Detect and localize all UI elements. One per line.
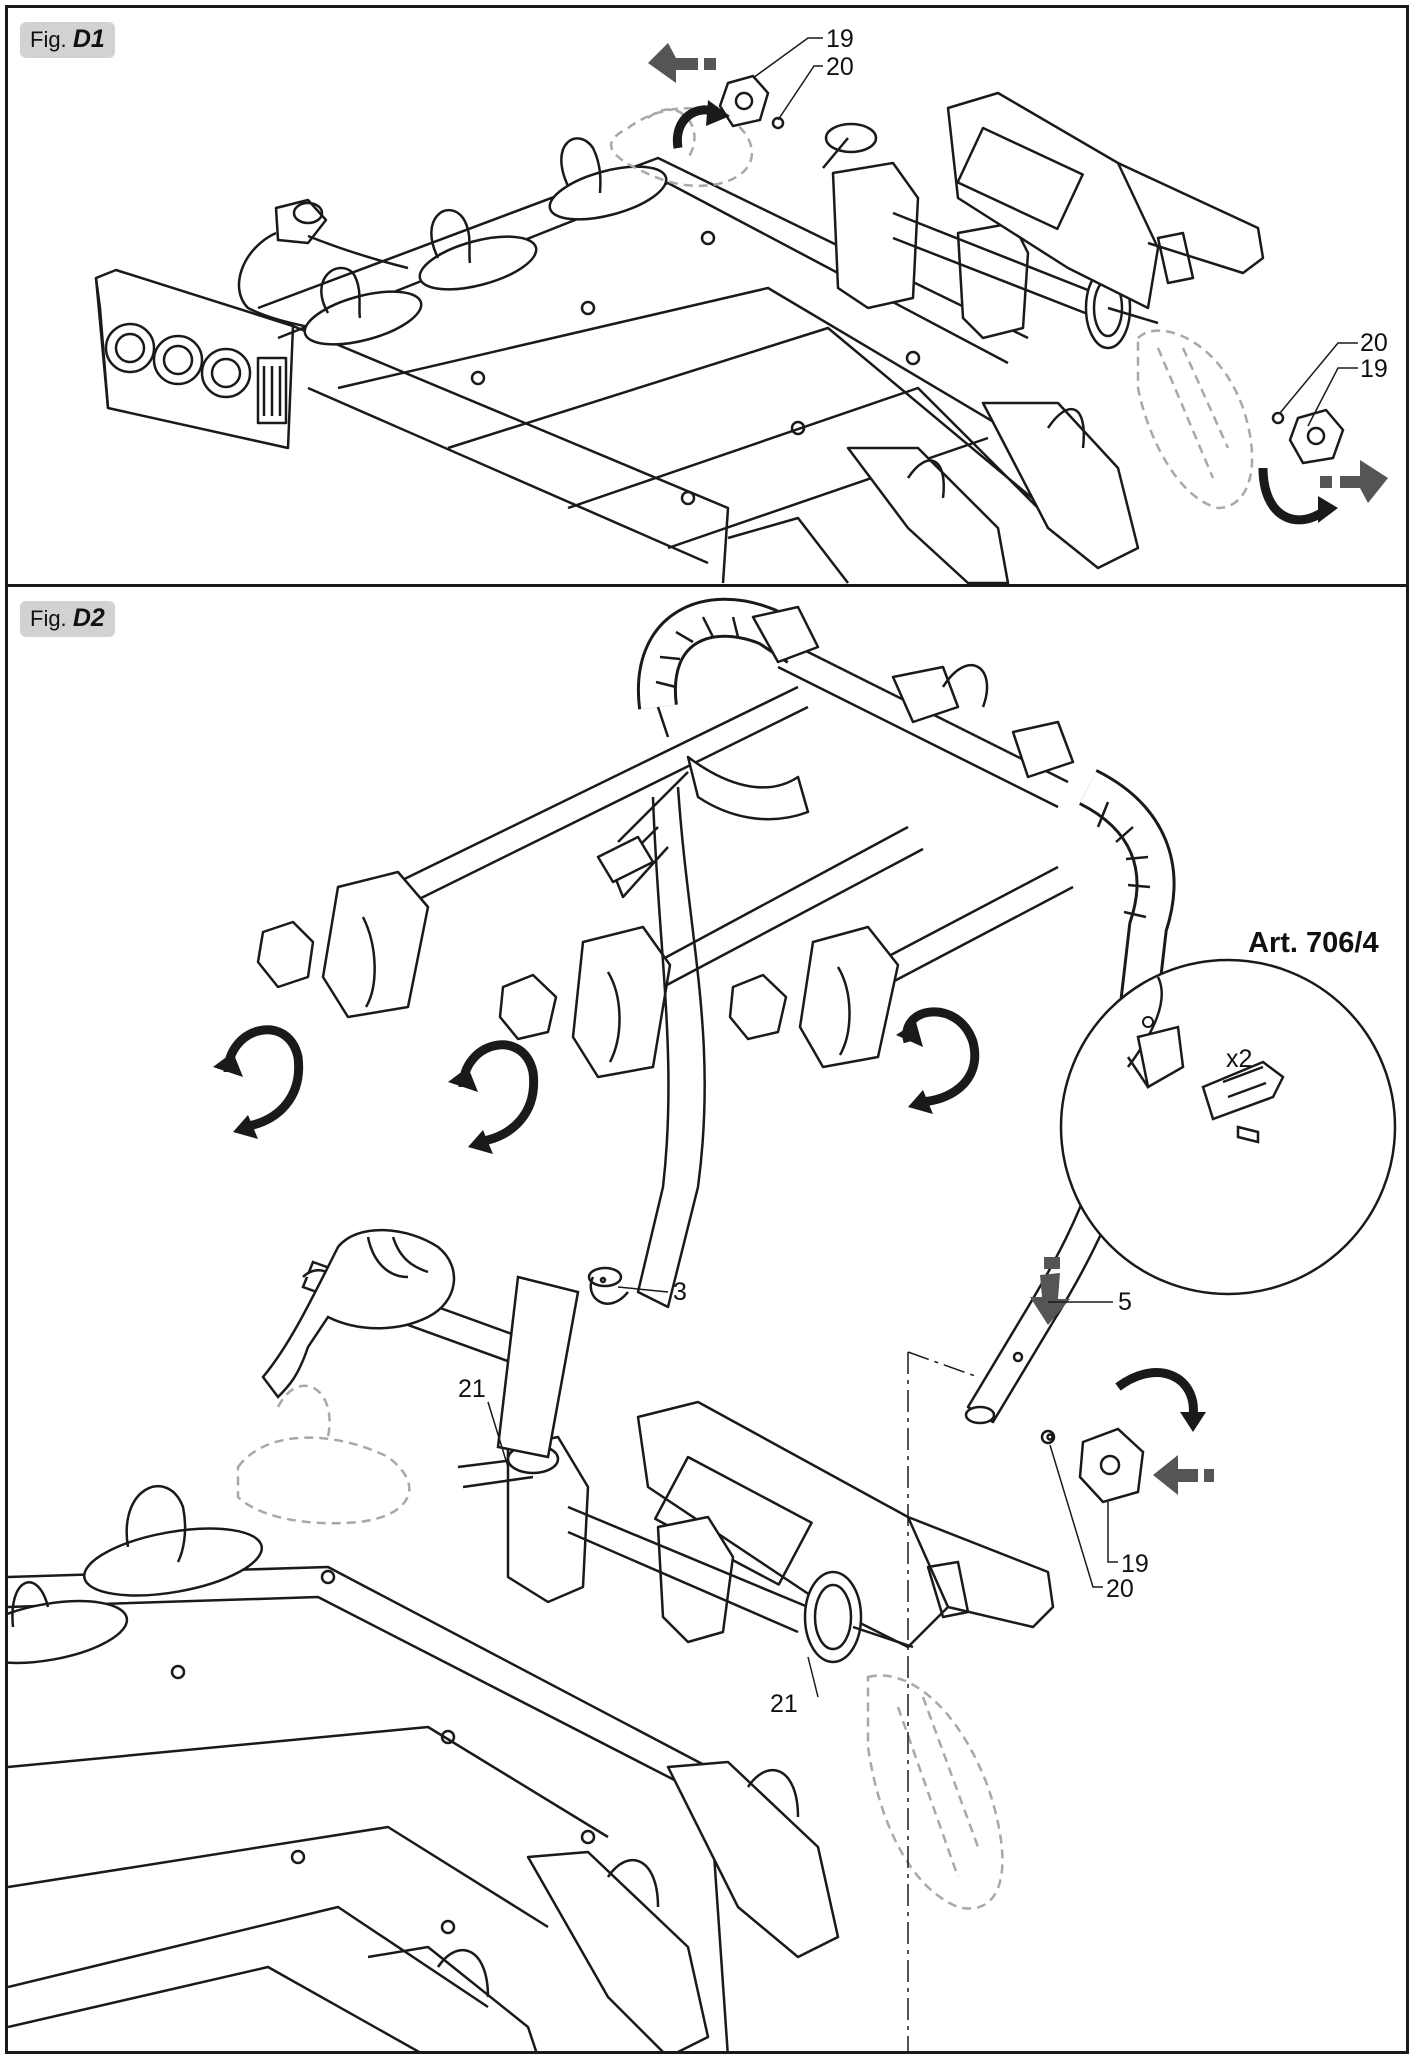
- inset-art-706-4: [1059, 958, 1397, 1296]
- figure-d2-label: Fig. D2: [20, 601, 115, 637]
- clamping-rods: [321, 685, 1074, 1079]
- ghost-parts: [609, 107, 1254, 510]
- down-arrow-icon: [1030, 1257, 1070, 1325]
- figure-d2-drawing: Art. 706/4 x2 3 5 19 20 21 21: [8, 597, 1397, 2051]
- tail-light-bar: [94, 268, 730, 584]
- push-arrow-icon: [648, 43, 1388, 503]
- clamp-assembly: [822, 122, 1159, 350]
- knob-washer-parts: [1040, 1427, 1145, 1504]
- figure-d2-prefix: Fig.: [30, 606, 67, 631]
- callout-19-top: 19: [826, 25, 854, 53]
- knob-washer-parts: [718, 74, 1345, 465]
- callout-21-top: 21: [458, 1375, 486, 1403]
- hand-icon: [261, 1228, 456, 1399]
- ghost-parts: [236, 1384, 1004, 1910]
- leader-lines: [752, 37, 1358, 427]
- figure-d1-id: D1: [72, 25, 105, 53]
- callout-20-top: 20: [826, 53, 854, 81]
- figure-d1-drawing: 19 20 20 19: [94, 25, 1388, 584]
- rotate-arrow-icon: [672, 100, 1338, 525]
- figure-d1-label: Fig. D1: [20, 22, 115, 58]
- figure-d2-panel: Fig. D2: [5, 584, 1409, 2054]
- callout-19: 19: [1121, 1550, 1149, 1578]
- carrier-body: [457, 1400, 1055, 1664]
- straps: [596, 755, 810, 899]
- figure-d1-prefix: Fig.: [30, 27, 67, 52]
- callout-5: 5: [1118, 1288, 1132, 1316]
- wheel-cradles: [303, 137, 1140, 584]
- arm-clamps: [751, 605, 1075, 779]
- callout-3: 3: [673, 1278, 687, 1306]
- callout-20-right: 20: [1360, 329, 1388, 357]
- leader-lines: [487, 1286, 1118, 1698]
- inset-quantity: x2: [1226, 1045, 1252, 1073]
- callout-20: 20: [1106, 1575, 1134, 1603]
- hitch-housing: [946, 91, 1265, 310]
- inset-title: Art. 706/4: [1248, 927, 1379, 959]
- callout-19-right: 19: [1360, 355, 1388, 383]
- callout-21-bottom: 21: [770, 1690, 798, 1718]
- vertical-tube: [587, 786, 706, 1309]
- figure-d1-panel: Fig. D1: [5, 5, 1409, 587]
- wheel-cradles: [8, 1485, 840, 2051]
- figure-d2-id: D2: [72, 604, 105, 632]
- rod-knobs: [256, 920, 788, 1041]
